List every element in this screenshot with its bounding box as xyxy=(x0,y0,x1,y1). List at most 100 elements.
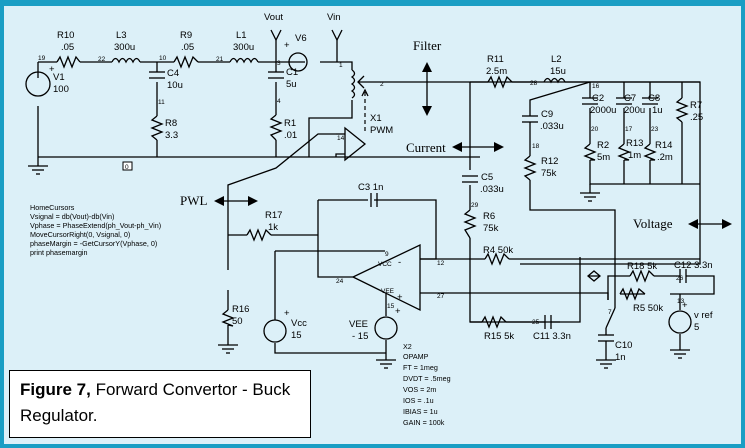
schematic-label: C11 3.3n xyxy=(533,331,571,342)
schematic-label: C10 xyxy=(615,340,632,351)
schematic-label: C7 xyxy=(624,93,636,104)
schematic-label: 2.5m xyxy=(486,66,507,77)
schematic-label: C4 xyxy=(167,68,179,79)
wire xyxy=(529,180,616,308)
schematic-label: 5m xyxy=(597,152,610,163)
resistor-r7 xyxy=(675,97,689,123)
probe-vin xyxy=(331,29,343,42)
schematic-label: R12 xyxy=(541,156,558,167)
schematic-label: R10 xyxy=(57,30,74,41)
schematic-label: 300u xyxy=(233,42,254,53)
voltage-source-vee xyxy=(374,316,398,340)
schematic-label: 3 xyxy=(277,60,281,67)
inductor-l3 xyxy=(111,57,141,64)
capacitor-c11 xyxy=(544,315,552,329)
schematic-label: 0 xyxy=(125,164,129,171)
schematic-label: R8 xyxy=(165,118,177,129)
schematic-label: 9 xyxy=(385,251,389,258)
schematic-label: 27 xyxy=(437,293,445,300)
wire xyxy=(607,275,630,300)
schematic-label: .033u xyxy=(540,121,564,132)
schematic-label: R5 50k xyxy=(633,303,663,314)
schematic-label: VEE xyxy=(381,288,395,295)
schematic-label: 13 xyxy=(677,298,685,305)
wire xyxy=(688,219,698,229)
wire xyxy=(722,219,732,229)
wire xyxy=(248,196,258,206)
pwl-label: PWL xyxy=(180,193,208,208)
wire xyxy=(214,196,224,206)
wire xyxy=(227,133,336,270)
voltage-arrow xyxy=(688,219,732,229)
resistor-r1 xyxy=(269,114,283,141)
voltage-source-v1 xyxy=(25,71,51,97)
schematic-label: 1n xyxy=(615,352,626,363)
schematic-label: 5 xyxy=(694,322,699,333)
schematic-label: FT = 1meg xyxy=(403,363,438,372)
resistor-r6 xyxy=(463,209,477,239)
schematic-label: + xyxy=(682,300,688,311)
caption-text: Forward Convertor - Buck Regulator. xyxy=(20,380,291,425)
schematic-label: L2 xyxy=(551,54,562,65)
resistor-r13 xyxy=(617,143,631,161)
caption-figure-number: Figure 7, xyxy=(20,380,91,399)
wire xyxy=(589,160,700,185)
schematic-label: 2 xyxy=(380,81,384,88)
schematic-label: 15u xyxy=(550,66,566,77)
wire xyxy=(520,185,701,265)
schematic-label: L1 xyxy=(236,30,247,41)
resistor-r17 xyxy=(246,228,272,242)
schematic-label: GAIN = 100k xyxy=(403,418,445,427)
schematic-label: L3 xyxy=(116,30,127,41)
schematic-label: C1 xyxy=(286,67,298,78)
schematic-label: + xyxy=(284,40,290,51)
schematic-label: 17 xyxy=(625,126,633,133)
resistor-r5 xyxy=(619,287,646,301)
voltage-source-v6 xyxy=(288,52,308,72)
schematic-label: 11 xyxy=(158,99,165,106)
pwm-comparator-x1 xyxy=(344,126,367,162)
schematic-label: + xyxy=(397,292,403,303)
schematic-label: VEE xyxy=(349,319,368,330)
schematic-label: 75k xyxy=(483,223,499,234)
schematic-label: 10 xyxy=(159,55,167,62)
schematic-label: R2 xyxy=(597,140,609,151)
capacitor-c4 xyxy=(149,71,165,79)
schematic-label: v ref xyxy=(694,310,713,321)
resistor-r8 xyxy=(150,115,164,141)
schematic-label: 15 xyxy=(291,330,302,341)
schematic-label: 7 xyxy=(608,309,612,316)
schematic-label: 50 xyxy=(232,316,243,327)
schematic-label: - 15 xyxy=(352,331,368,342)
opamp-x2-parameters: X2 OPAMP FT = 1meg DVDT = .5meg VOS = 2m… xyxy=(403,342,451,427)
schematic-label: OPAMP xyxy=(403,352,429,361)
capacitor-c12 xyxy=(679,269,687,283)
voltage-source-vref xyxy=(668,310,692,334)
capacitor-c7 xyxy=(616,97,632,105)
schematic-label: 300u xyxy=(114,42,135,53)
schematic-label: .01 xyxy=(284,130,297,141)
schematic-label: 29 xyxy=(471,202,479,209)
schematic-label: 14 xyxy=(337,135,345,142)
schematic-label: C12 3.3n xyxy=(674,260,713,271)
schematic-label: X1 xyxy=(370,113,382,124)
schematic-label: R13 xyxy=(626,138,643,149)
v1-value: 100 xyxy=(53,84,69,95)
schematic-label: DVDT = .5meg xyxy=(403,374,451,383)
capacitor-c8 xyxy=(642,97,658,105)
inductor-l2 xyxy=(543,77,566,84)
schematic-label: R9 xyxy=(180,30,192,41)
schematic-label: R17 xyxy=(265,210,282,221)
schematic-label: + xyxy=(284,308,290,319)
wire xyxy=(274,343,386,354)
wire xyxy=(551,257,581,323)
schematic-label: R4 50k xyxy=(483,245,513,256)
schematic-label: - xyxy=(398,257,401,268)
v1-label: V1 xyxy=(53,72,65,83)
schematic-label: 16 xyxy=(592,83,600,90)
schematic-label: 1m xyxy=(628,150,641,161)
wire xyxy=(565,81,701,185)
wire xyxy=(494,142,504,152)
schematic-label: IOS = .1u xyxy=(403,396,434,405)
